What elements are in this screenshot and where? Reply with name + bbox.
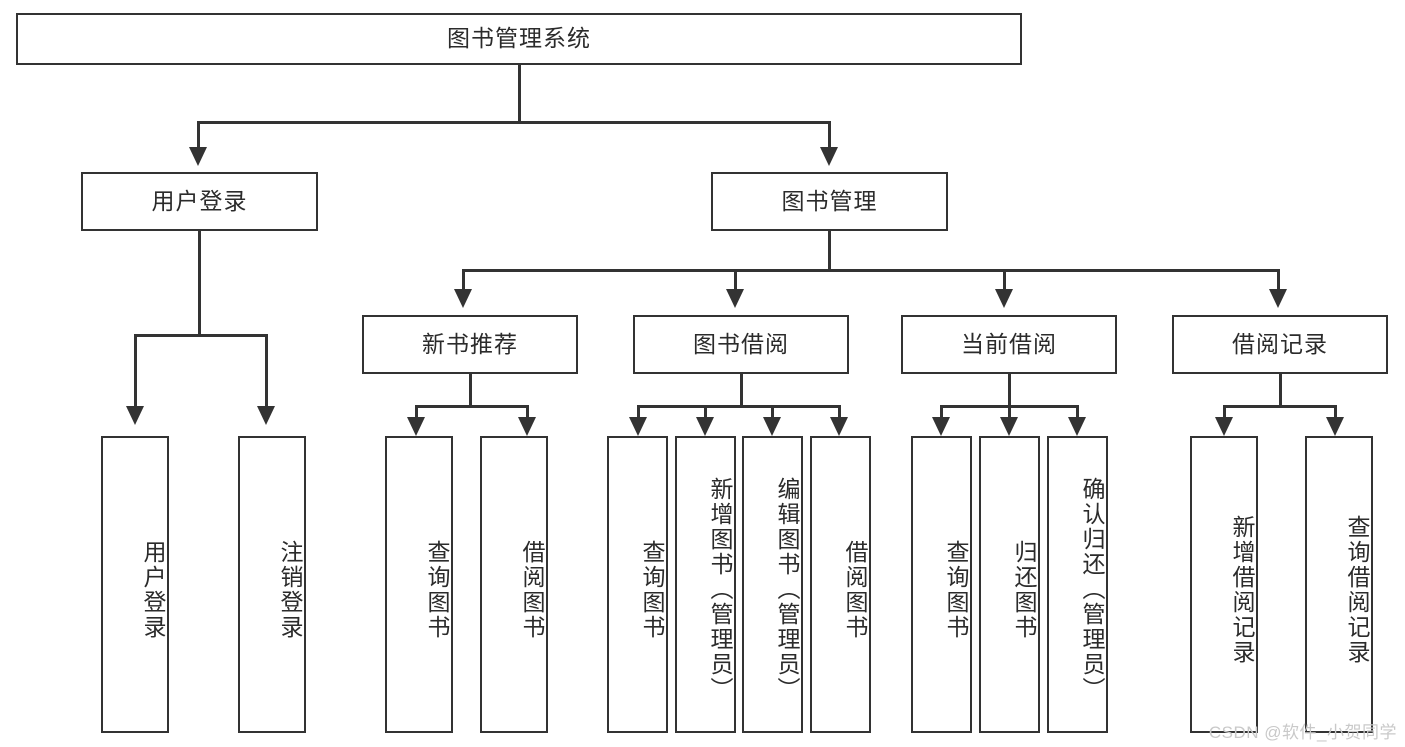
edge-user-login-stem [198,231,201,336]
arrow-borrow-record-to-leaf-2 [1326,417,1344,436]
edge-book-borrow-stem [740,374,743,407]
node-label: 用户登录 [151,187,248,214]
leaf-user-login-login[interactable]: 用户登录 [101,436,169,733]
arrow-borrow-record-to-leaf-1 [1215,417,1233,436]
edge-book-borrow-to-leaf-4 [838,405,841,419]
node-label: 编辑图书（管理员） [774,477,800,702]
arrow-book-manage-to-current [995,289,1013,308]
edge-book-borrow-to-leaf-3 [771,405,774,419]
edge-book-borrow-to-leaf-1 [637,405,640,419]
edge-book-manage-stem [828,231,831,271]
edge-current-borrow-stem [1008,374,1011,407]
node-book-borrow[interactable]: 图书借阅 [633,315,849,374]
arrow-book-manage-to-borrow [726,289,744,308]
node-label: 查询图书 [424,539,450,640]
edge-book-borrow-to-leaf-2 [704,405,707,419]
node-user-login[interactable]: 用户登录 [81,172,318,231]
edge-borrow-record-stem [1279,374,1282,407]
edge-book-manage-to-new-book [462,269,465,291]
arrow-book-borrow-to-leaf-1 [629,417,647,436]
arrow-book-manage-to-record [1269,289,1287,308]
edge-user-login-bus [134,334,268,337]
leaf-new-book-borrow[interactable]: 借阅图书 [480,436,548,733]
edge-root-to-user-login [197,121,200,149]
edge-current-borrow-to-leaf-2 [1008,405,1011,419]
arrow-root-to-user-login [189,147,207,166]
arrow-book-borrow-to-leaf-4 [830,417,848,436]
leaf-current-borrow-confirm[interactable]: 确认归还（管理员） [1047,436,1108,733]
edge-book-manage-to-current [1003,269,1006,291]
arrow-current-borrow-to-leaf-2 [1000,417,1018,436]
edge-user-login-to-leaf-1 [134,334,137,408]
node-label: 用户登录 [140,539,166,640]
node-label: 新增图书（管理员） [707,477,733,702]
node-book-manage[interactable]: 图书管理 [711,172,948,231]
edge-book-manage-bus [462,269,1280,272]
edge-borrow-record-to-leaf-1 [1223,405,1226,419]
edge-current-borrow-to-leaf-1 [940,405,943,419]
node-label: 查询图书 [943,539,969,640]
leaf-book-borrow-query[interactable]: 查询图书 [607,436,668,733]
leaf-new-book-query[interactable]: 查询图书 [385,436,453,733]
arrow-current-borrow-to-leaf-3 [1068,417,1086,436]
edge-new-book-stem [469,374,472,407]
node-label: 归还图书 [1011,539,1037,640]
leaf-user-login-logout[interactable]: 注销登录 [238,436,306,733]
leaf-borrow-record-query[interactable]: 查询借阅记录 [1305,436,1373,733]
node-label: 查询图书 [639,539,665,640]
node-label: 注销登录 [277,539,303,640]
edge-user-login-to-leaf-2 [265,334,268,408]
edge-root-bus [197,121,831,124]
arrow-new-book-to-leaf-2 [518,417,536,436]
node-label: 图书借阅 [693,330,789,357]
arrow-book-borrow-to-leaf-3 [763,417,781,436]
edge-current-borrow-to-leaf-3 [1076,405,1079,419]
arrow-current-borrow-to-leaf-1 [932,417,950,436]
node-label: 借阅图书 [842,539,868,640]
edge-new-book-to-leaf-1 [415,405,418,419]
edge-borrow-record-to-leaf-2 [1334,405,1337,419]
edge-new-book-to-leaf-2 [526,405,529,419]
edge-root-to-book-manage [828,121,831,149]
node-label: 借阅记录 [1232,330,1328,357]
node-label: 确认归还（管理员） [1079,477,1105,702]
arrow-user-login-to-leaf-2 [257,406,275,425]
node-label: 借阅图书 [519,539,545,640]
node-label: 新增借阅记录 [1229,514,1255,665]
node-label: 当前借阅 [961,330,1057,357]
arrow-user-login-to-leaf-1 [126,406,144,425]
node-root-system[interactable]: 图书管理系统 [16,13,1022,65]
leaf-borrow-record-add[interactable]: 新增借阅记录 [1190,436,1258,733]
leaf-current-borrow-query[interactable]: 查询图书 [911,436,972,733]
edge-root-stem [518,65,521,123]
edge-book-manage-to-record [1277,269,1280,291]
arrow-root-to-book-manage [820,147,838,166]
edge-book-manage-to-borrow [734,269,737,291]
node-label: 新书推荐 [422,330,518,357]
arrow-new-book-to-leaf-1 [407,417,425,436]
node-current-borrow[interactable]: 当前借阅 [901,315,1117,374]
node-label: 查询借阅记录 [1344,514,1370,665]
leaf-book-borrow-borrow[interactable]: 借阅图书 [810,436,871,733]
leaf-book-borrow-edit[interactable]: 编辑图书（管理员） [742,436,803,733]
leaf-book-borrow-add[interactable]: 新增图书（管理员） [675,436,736,733]
leaf-current-borrow-return[interactable]: 归还图书 [979,436,1040,733]
csdn-watermark: CSDN @软件_小贺同学 [1208,723,1397,742]
node-label: 图书管理系统 [447,25,591,52]
arrow-book-borrow-to-leaf-2 [696,417,714,436]
arrow-book-manage-to-new-book [454,289,472,308]
edge-new-book-bus [415,405,529,408]
node-borrow-record[interactable]: 借阅记录 [1172,315,1388,374]
node-new-book-recommend[interactable]: 新书推荐 [362,315,578,374]
edge-book-borrow-bus [637,405,841,408]
edge-borrow-record-bus [1223,405,1337,408]
node-label: 图书管理 [781,187,878,214]
